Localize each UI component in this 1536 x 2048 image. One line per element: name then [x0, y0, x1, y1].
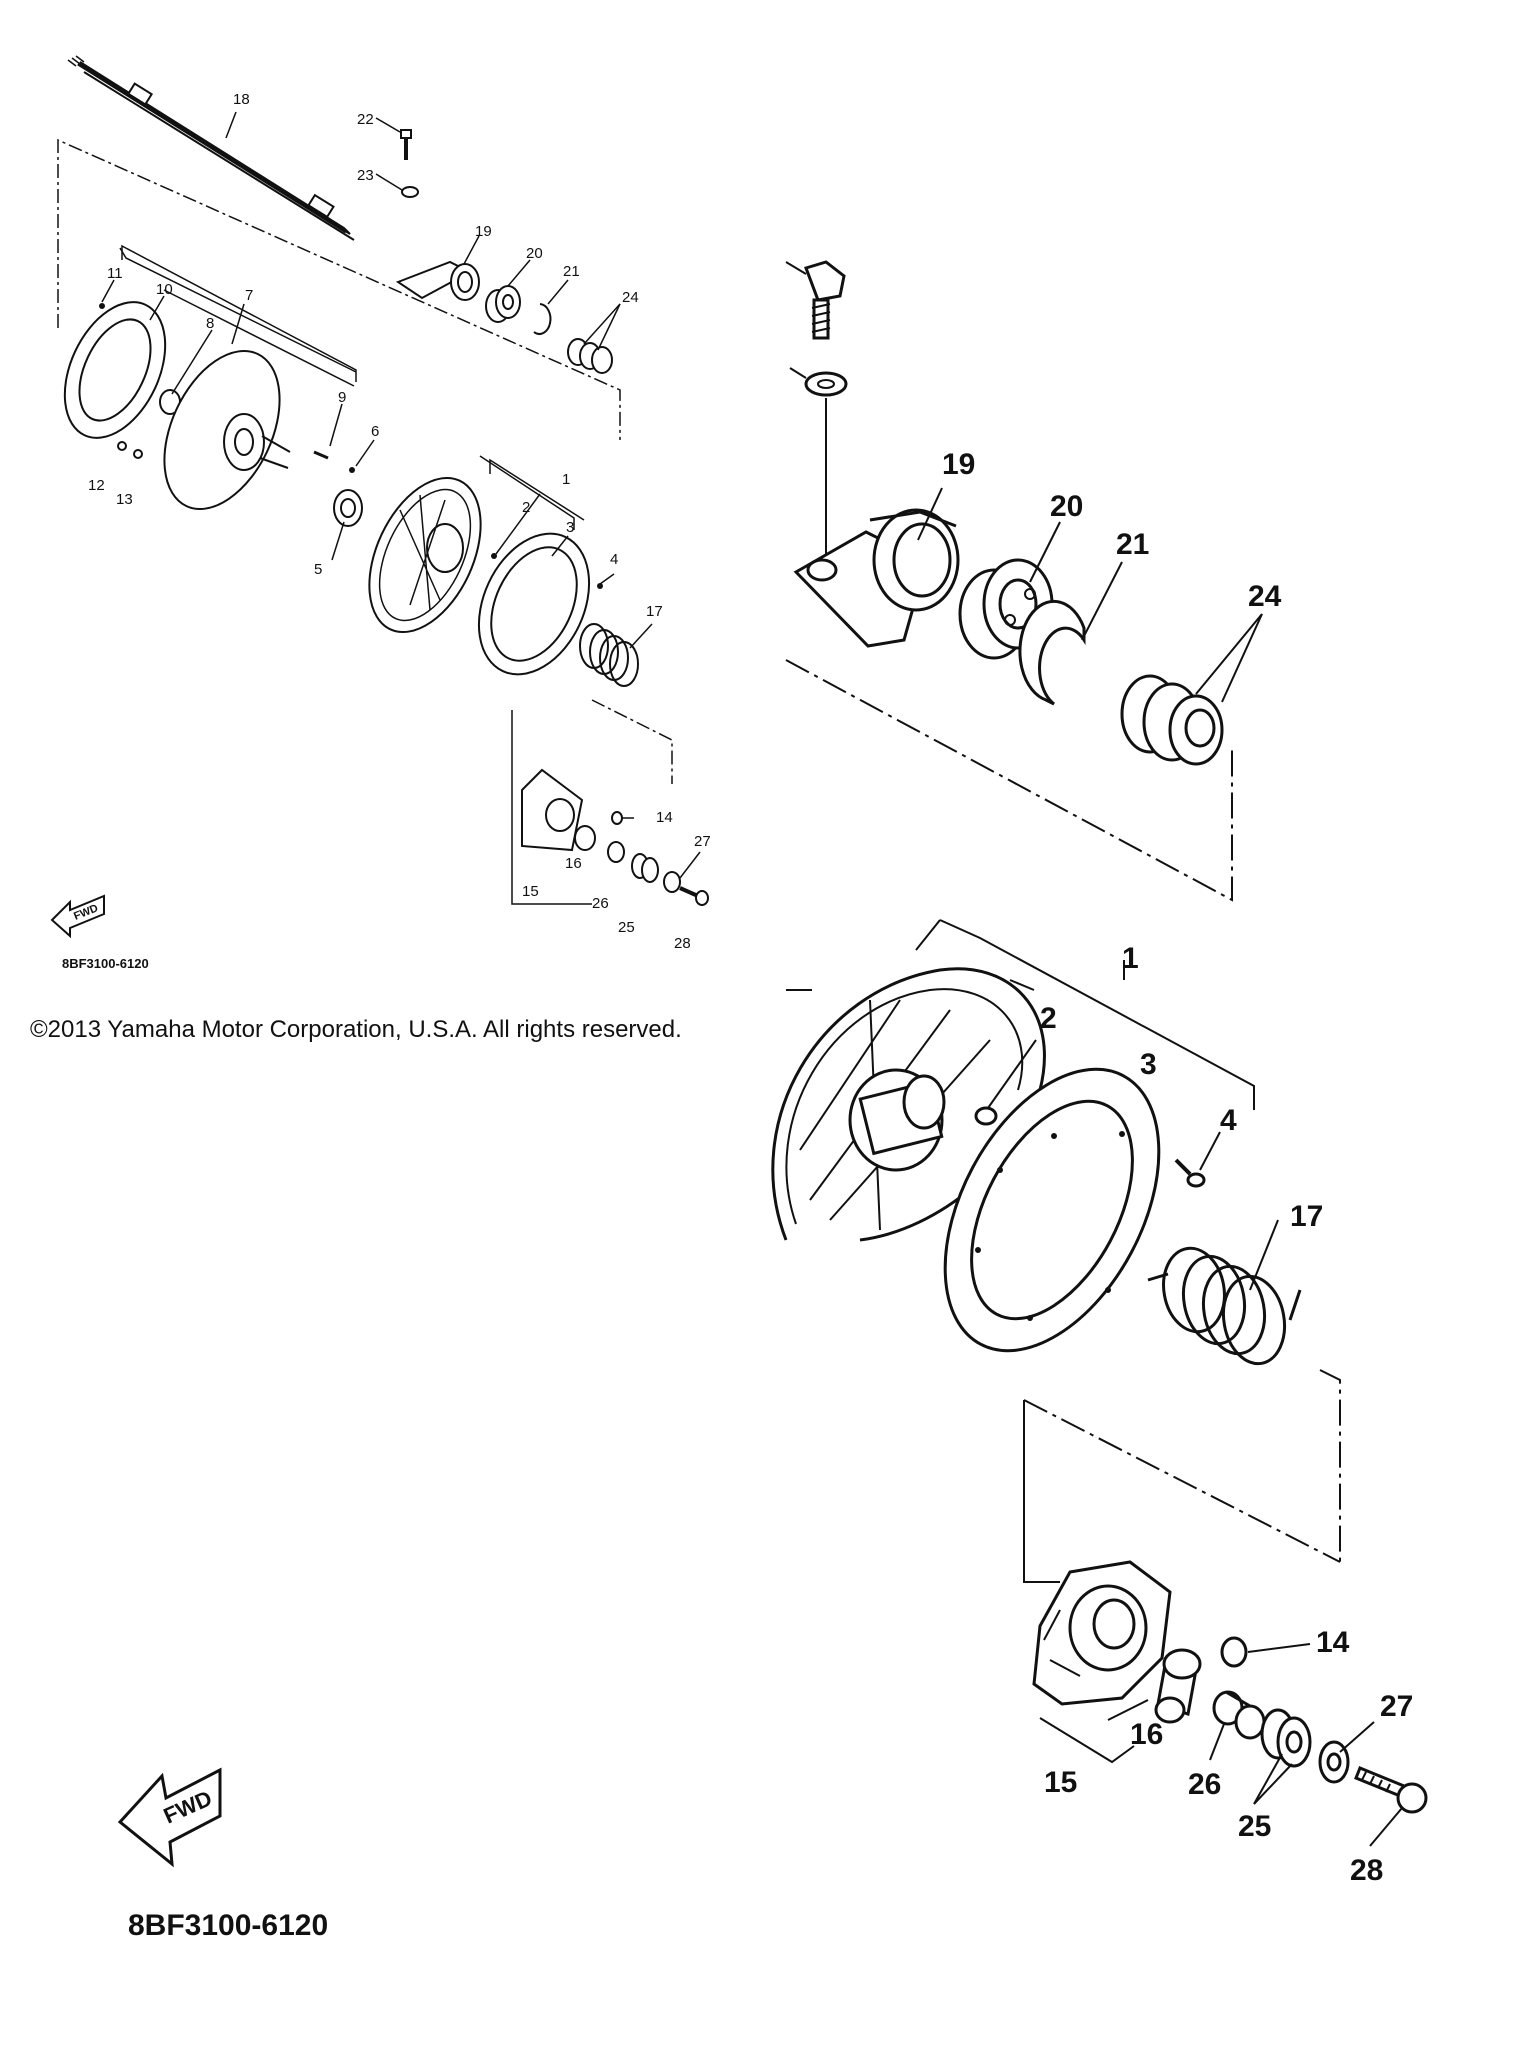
label-large-28: 28	[1350, 1854, 1383, 1887]
fwd-arrow-small-icon: FWD	[50, 894, 105, 939]
part-bolt-28-large	[1354, 1766, 1428, 1814]
part-bearing-small	[485, 285, 521, 323]
label-small-24: 24	[622, 289, 639, 306]
part-cam-large	[1032, 1560, 1172, 1706]
part-seals-small	[567, 338, 613, 374]
leaders-large	[917, 487, 1403, 1847]
label-small-23: 23	[357, 167, 374, 184]
label-large-15: 15	[1044, 1766, 1077, 1799]
label-small-5: 5	[314, 561, 322, 578]
label-small-20: 20	[526, 245, 543, 262]
label-large-20: 20	[1050, 490, 1083, 523]
label-small-19: 19	[475, 223, 492, 240]
part-screw-2	[491, 553, 497, 559]
part-slider-large	[1220, 1636, 1248, 1668]
fwd-arrow-large-icon: FWD	[117, 1767, 222, 1868]
part-cam-small	[521, 768, 584, 852]
part-shaft	[67, 55, 355, 241]
label-large-4: 4	[1220, 1104, 1237, 1137]
assembly-lines-large	[785, 659, 1341, 1764]
part-plate-3-small	[477, 532, 591, 676]
part-circlip-large	[1018, 599, 1086, 706]
label-small-22: 22	[357, 111, 374, 128]
label-large-25: 25	[1238, 1810, 1271, 1843]
label-large-2: 2	[1040, 1002, 1057, 1035]
label-small-4: 4	[610, 551, 618, 568]
label-large-27: 27	[1380, 1690, 1413, 1723]
label-small-7: 7	[245, 287, 253, 304]
label-large-16: 16	[1130, 1718, 1163, 1751]
part-spacer-small	[607, 841, 625, 863]
part-screw-12	[117, 441, 127, 451]
label-large-1: 1	[1122, 942, 1139, 975]
part-screw-2-large	[974, 1106, 998, 1126]
label-small-13: 13	[116, 491, 133, 508]
part-spring-small	[579, 623, 639, 687]
part-bearing-housing-small	[395, 260, 480, 301]
leaders-small	[101, 111, 701, 879]
copyright-text: ©2013 Yamaha Motor Corporation, U.S.A. A…	[30, 1016, 682, 1043]
part-screw-4-large	[1174, 1158, 1206, 1188]
part-screw-6	[349, 467, 355, 473]
label-small-26: 26	[592, 895, 609, 912]
label-large-19: 19	[942, 448, 975, 481]
label-small-15: 15	[522, 883, 539, 900]
label-large-24: 24	[1248, 580, 1282, 613]
label-small-2: 2	[522, 499, 530, 516]
part-washers-small	[631, 853, 659, 883]
part-movable-sheave-small	[368, 476, 482, 634]
part-washers-large	[1260, 1708, 1312, 1768]
label-large-21: 21	[1116, 528, 1149, 561]
overview-view: 18 22 23 19 20 21 24 11 10 7 8 9 6 12 13…	[50, 55, 711, 952]
label-large-17: 17	[1290, 1200, 1323, 1233]
label-small-12: 12	[88, 477, 105, 494]
part-cam-plate-small	[333, 489, 363, 527]
label-small-10: 10	[156, 281, 173, 298]
part-collar-small	[574, 825, 596, 851]
part-bolt-small	[400, 129, 412, 160]
label-small-17: 17	[646, 603, 663, 620]
part-washer-small	[401, 186, 419, 198]
part-screw-4	[597, 583, 603, 589]
part-washer-13	[133, 449, 143, 459]
part-plate-3-large	[943, 1067, 1161, 1353]
label-large-26: 26	[1188, 1768, 1221, 1801]
label-small-21: 21	[563, 263, 580, 280]
part-bearing-housing-large	[793, 508, 960, 648]
part-collar-large	[1154, 1648, 1202, 1724]
label-small-27: 27	[694, 833, 711, 850]
document-code-large: 8BF3100-6120	[128, 1909, 329, 1942]
label-large-14: 14	[1316, 1626, 1350, 1659]
part-slider-small	[611, 811, 623, 825]
label-small-9: 9	[338, 389, 346, 406]
label-small-18: 18	[233, 91, 250, 108]
label-small-8: 8	[206, 315, 214, 332]
part-circlip-small	[533, 303, 552, 335]
label-small-14: 14	[656, 809, 673, 826]
document-code-small: 8BF3100-6120	[62, 956, 149, 971]
part-bolt-large	[785, 260, 846, 340]
part-spring-large	[1147, 1246, 1302, 1366]
label-small-3: 3	[566, 519, 574, 536]
label-small-16: 16	[565, 855, 582, 872]
part-screw-11	[99, 303, 105, 309]
assembly-lines-small	[57, 138, 673, 905]
label-small-11: 11	[107, 265, 123, 282]
part-fixed-sheave-small	[163, 349, 291, 511]
label-small-6: 6	[371, 423, 379, 440]
label-small-28: 28	[674, 935, 691, 952]
detail-view: 19 20 21 24 1 2 3 4 17 14 16 15 26 27 25…	[117, 260, 1428, 1887]
part-plate-small	[63, 301, 167, 439]
label-large-3: 3	[1140, 1048, 1157, 1081]
part-washer-27-small	[663, 871, 681, 893]
label-small-25: 25	[618, 919, 635, 936]
part-seals-large	[1120, 674, 1224, 766]
label-small-1: 1	[562, 471, 570, 488]
part-bolt-28-small	[679, 886, 709, 906]
part-washer-large	[789, 367, 848, 560]
part-pin-small	[313, 450, 329, 460]
part-spacer-large	[1212, 1690, 1266, 1740]
